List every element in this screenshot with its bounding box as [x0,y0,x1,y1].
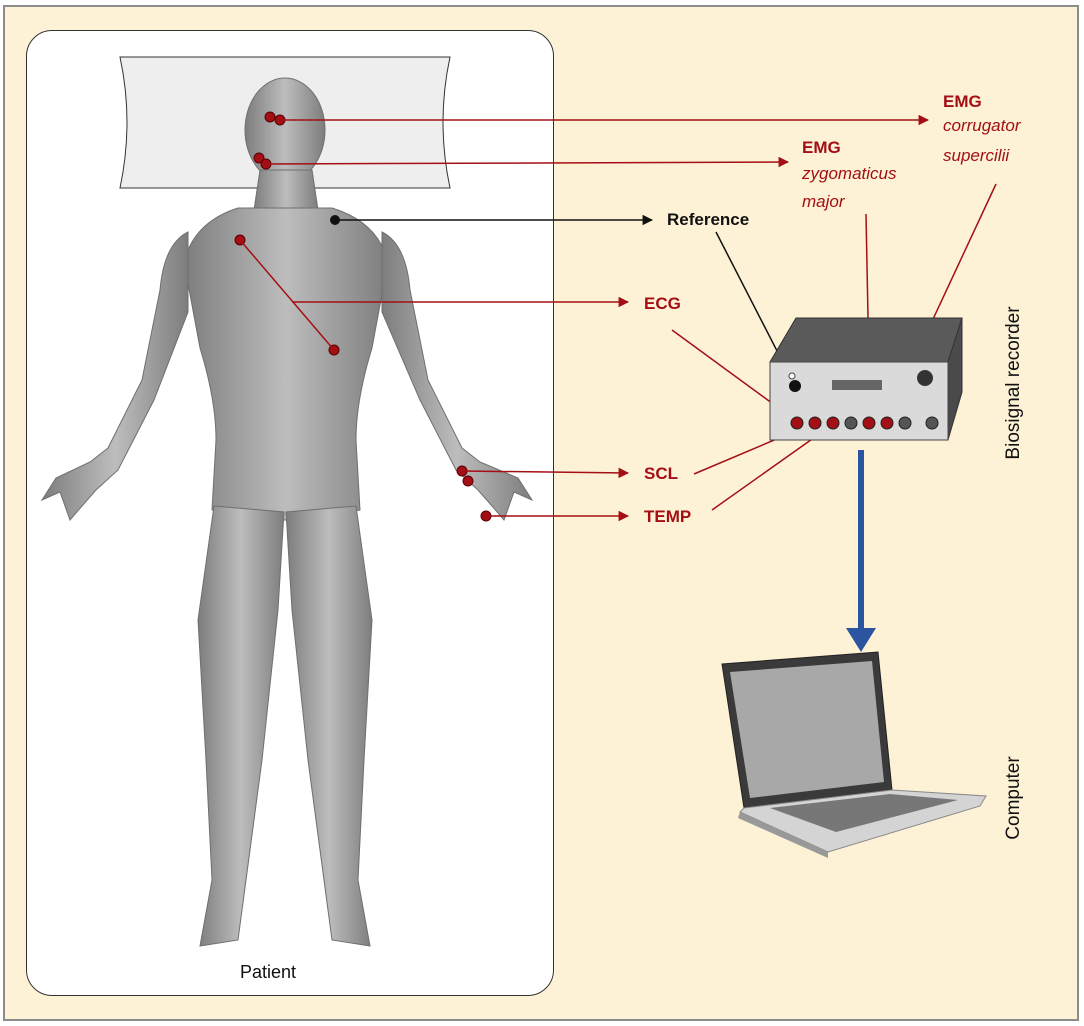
human-body-icon [40,77,534,947]
patient-label: Patient [240,962,297,982]
signal-lines [239,114,930,522]
laptop-icon [721,651,987,858]
emg-corrugator-line2: supercilii [943,146,1010,165]
electrode-corrugator-a [264,111,276,123]
line-scl [461,467,630,479]
temp-label: TEMP [644,507,692,526]
emg-zygomaticus-line1: zygomaticus [802,164,897,183]
electrode-zygomaticus-a [253,152,265,164]
emg-corrugator-line1: corrugator [943,116,1021,135]
emg-zygomaticus-line2: major [802,192,845,211]
line-zygomaticus [265,156,790,168]
ecg-label: ECG [644,294,681,313]
data-arrow [846,450,876,652]
reference-label: Reference [667,210,750,229]
computer-label: Computer [1003,756,1024,840]
scl-label: SCL [644,464,678,483]
emg-corrugator-title: EMG [943,92,982,111]
electrodes [234,111,492,522]
biosignal-recorder-label: Biosignal recorder [1003,306,1024,460]
emg-zygomaticus-title: EMG [802,138,841,157]
electrode-scl-b [462,475,474,487]
biosignal-recorder-icon [769,317,963,441]
line-ecg-electrodes [239,239,335,351]
